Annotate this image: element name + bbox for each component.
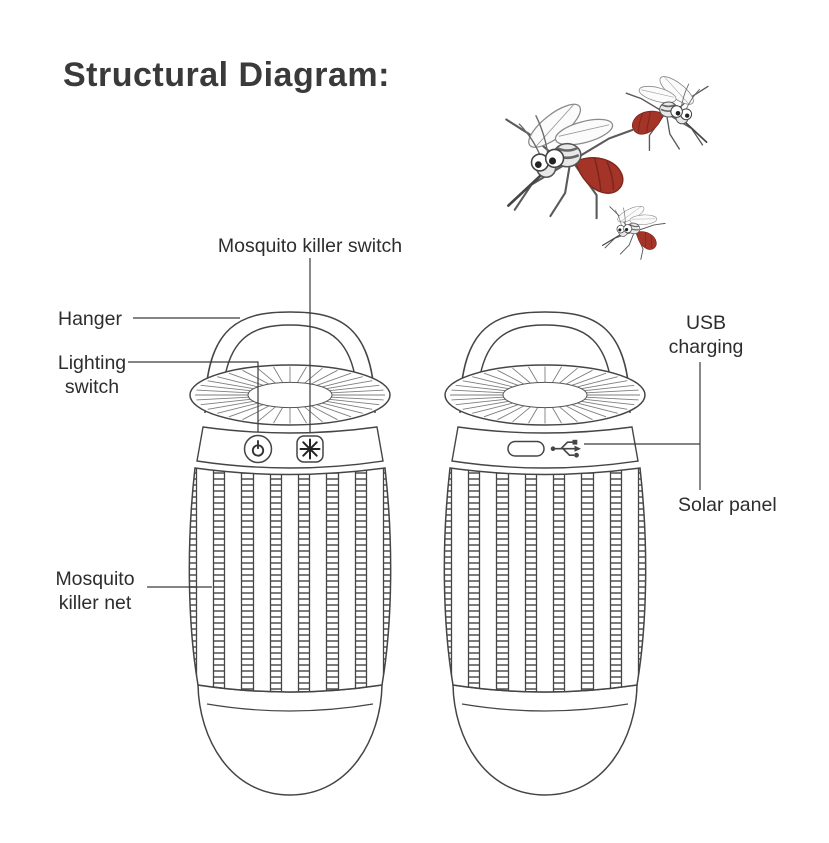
usb-charging-port [507, 439, 581, 458]
mosquito-large [504, 95, 634, 220]
power-icon [251, 440, 265, 457]
mosquito-small [599, 196, 669, 264]
label-mosquito-killer-net: Mosquito killer net [55, 568, 135, 615]
label-hanger: Hanger [58, 308, 122, 330]
label-usb-charging: USB charging [668, 312, 744, 359]
label-mosquito-killer-switch: Mosquito killer switch [217, 235, 403, 257]
mosquito-killer-switch-button [296, 435, 324, 463]
usb-icon [550, 439, 581, 458]
label-solar-panel: Solar panel [678, 494, 777, 516]
lantern-rear-view [420, 308, 670, 798]
page-title: Structural Diagram: [63, 56, 390, 94]
mosquito-medium [625, 71, 709, 152]
lantern-shell [438, 312, 652, 795]
mosquito-zap-icon [299, 438, 321, 460]
lighting-switch-button [243, 434, 273, 464]
lantern-front-view [165, 308, 415, 798]
label-lighting-switch: Lighting switch [57, 352, 127, 399]
lantern-shell [183, 312, 397, 795]
